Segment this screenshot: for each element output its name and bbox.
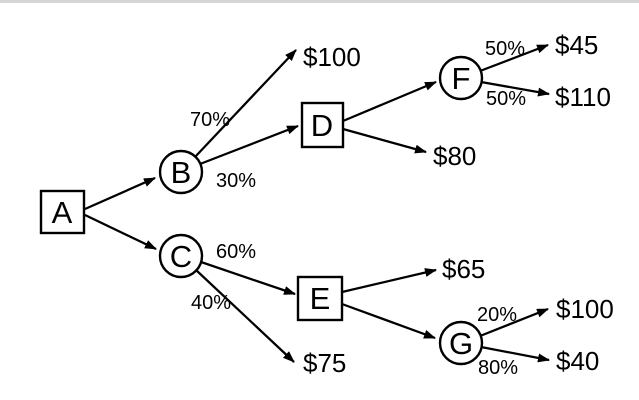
edge-g-to-payoff-100 xyxy=(479,307,549,338)
prob-b-to-d: 30% xyxy=(216,170,256,192)
payoff-g-top: $100 xyxy=(556,294,614,324)
decision-node-e-box xyxy=(296,275,344,322)
payoff-e-top: $65 xyxy=(442,254,485,284)
node-b-label: B xyxy=(171,155,192,190)
payoff-d-bottom: $80 xyxy=(433,141,476,171)
prob-c-to-75: 40% xyxy=(191,292,231,314)
edge-d-to-f xyxy=(342,80,437,123)
edge-d-to-payoff-80 xyxy=(342,127,427,154)
payoff-b-top: $100 xyxy=(303,42,361,72)
prob-b-to-100: 70% xyxy=(190,109,230,131)
top-divider-line xyxy=(0,0,639,3)
chance-node-c-circle xyxy=(158,233,204,279)
node-a-label: A xyxy=(52,195,73,230)
edge-c-to-e xyxy=(200,260,296,296)
edge-c-to-payoff-75 xyxy=(195,269,295,363)
payoff-f-bottom: $110 xyxy=(555,82,611,112)
edge-a-to-c xyxy=(84,213,157,251)
decision-node-d-box xyxy=(300,101,345,149)
node-d-label: D xyxy=(311,108,333,143)
prob-g-to-100: 20% xyxy=(477,304,517,326)
node-e-label: E xyxy=(310,281,331,316)
payoff-c-bottom: $75 xyxy=(303,348,346,378)
chance-node-b-circle xyxy=(158,149,204,195)
prob-g-to-40: 80% xyxy=(478,357,518,379)
edge-e-to-g xyxy=(341,302,436,340)
edge-b-to-payoff-100 xyxy=(194,49,297,158)
edge-a-to-b xyxy=(84,176,156,211)
payoff-f-top: $45 xyxy=(555,30,598,60)
decision-node-a-box xyxy=(39,189,86,235)
node-g-label: G xyxy=(449,326,473,361)
node-c-label: C xyxy=(170,239,192,274)
payoff-g-bottom: $40 xyxy=(556,346,599,376)
edge-f-to-payoff-45 xyxy=(479,43,549,73)
edge-f-to-payoff-110 xyxy=(480,80,550,97)
prob-f-to-45: 50% xyxy=(485,38,525,60)
prob-f-to-110: 50% xyxy=(486,88,526,110)
edges xyxy=(84,43,550,363)
node-f-label: F xyxy=(452,61,471,96)
payoff-labels: $100 $45 $110 $80 $65 $100 $40 $75 xyxy=(303,30,614,378)
probability-labels: 70% 30% 60% 40% 50% 50% 20% 80% xyxy=(190,38,526,379)
prob-c-to-e: 60% xyxy=(216,241,256,263)
edge-b-to-d xyxy=(199,124,299,166)
edge-e-to-payoff-65 xyxy=(341,268,437,294)
nodes: A B C D E F G xyxy=(39,55,484,366)
edge-g-to-payoff-40 xyxy=(480,345,550,363)
chance-node-f-circle xyxy=(438,55,484,101)
chance-node-g-circle xyxy=(438,320,484,366)
